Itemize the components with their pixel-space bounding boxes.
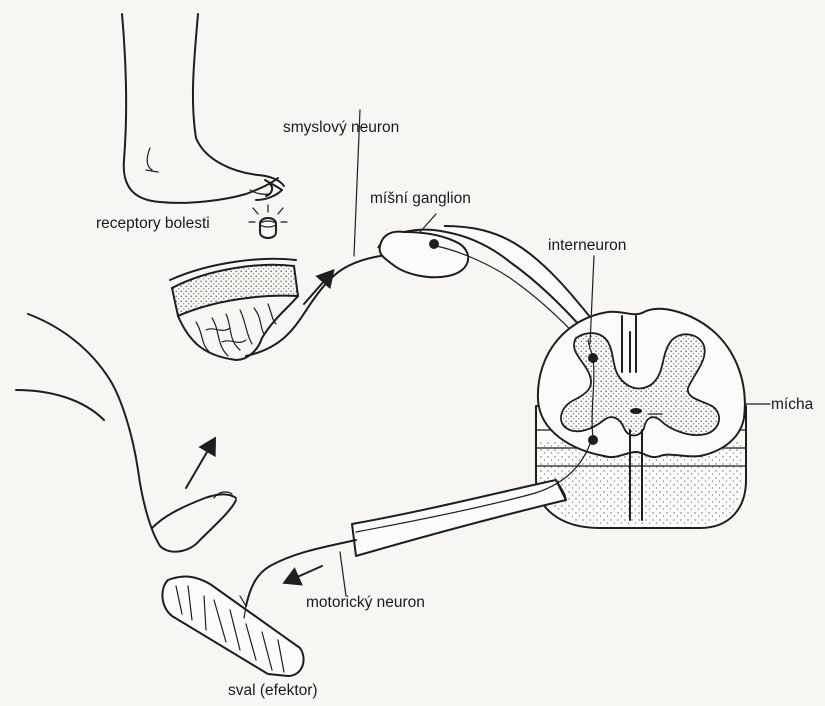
label-motor-neuron: motorický neuron <box>306 594 425 612</box>
motor-neuron-leader <box>340 552 346 596</box>
skin-section <box>170 259 298 360</box>
foot-illustration <box>122 14 284 203</box>
ganglion-cell-body-icon <box>429 239 439 249</box>
pain-stimulus-icon <box>249 205 287 238</box>
spinal-ganglion <box>378 214 594 344</box>
motor-direction-arrow <box>286 566 322 582</box>
central-canal-icon <box>630 408 642 414</box>
label-pain-receptors: receptory bolesti <box>96 215 210 233</box>
spinal-cord <box>536 309 746 528</box>
label-sensory-neuron: smyslový neuron <box>283 119 399 137</box>
leg-kick-arrow <box>186 440 214 488</box>
label-spinal-ganglion: míšní ganglion <box>370 190 471 208</box>
label-muscle: sval (efektor) <box>228 682 318 700</box>
muscle-illustration <box>162 577 303 676</box>
label-interneuron: interneuron <box>548 237 626 255</box>
label-spinal-cord: mícha <box>771 396 813 414</box>
sensory-direction-arrow <box>304 272 332 304</box>
